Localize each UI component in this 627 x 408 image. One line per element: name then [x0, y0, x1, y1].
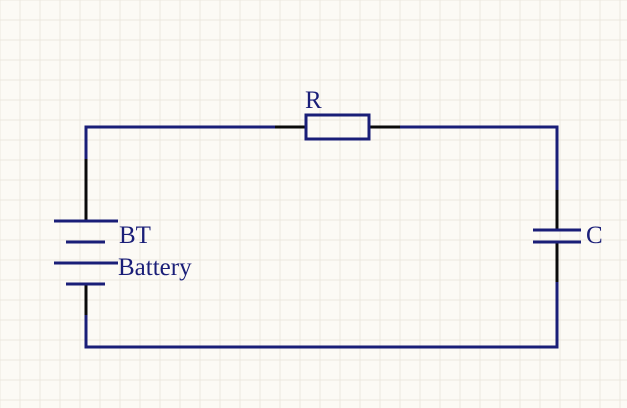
wire-bottom[interactable]	[84, 282, 559, 349]
battery-bt[interactable]: BT Battery	[54, 219, 192, 286]
wire-top-right[interactable]	[400, 125, 559, 190]
capacitor-designator: C	[586, 222, 603, 249]
pin-stubs	[84, 125, 559, 315]
capacitor-c[interactable]: C	[533, 222, 603, 249]
resistor-r[interactable]: R	[304, 87, 371, 141]
resistor-body[interactable]	[304, 113, 371, 141]
resistor-designator: R	[305, 87, 322, 114]
battery-comment: Battery	[118, 254, 192, 281]
wires	[84, 125, 559, 349]
wire-top-left[interactable]	[84, 125, 275, 159]
battery-designator: BT	[119, 222, 151, 249]
